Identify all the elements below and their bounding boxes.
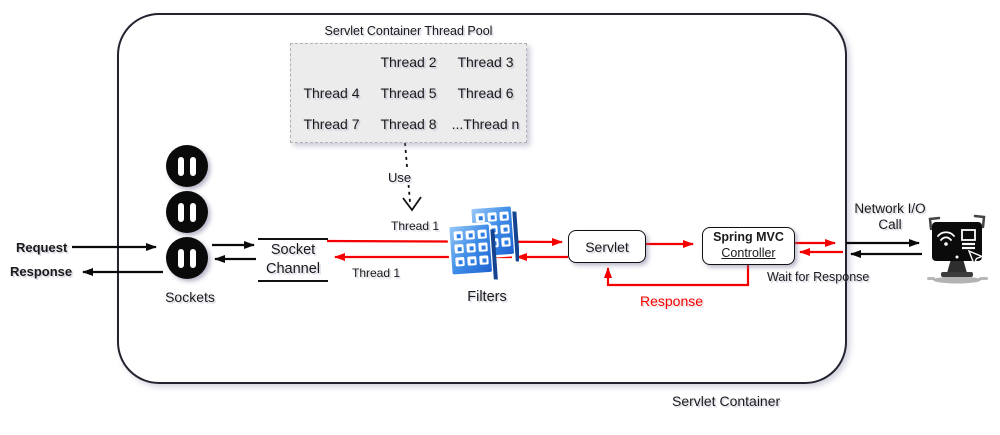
filters-label: Filters	[467, 289, 507, 305]
thread-pool-box: Thread 2 Thread 3 Thread 4 Thread 5 Thre…	[290, 43, 527, 143]
servlet-node: Servlet	[568, 230, 646, 263]
response-feedback-label: Response	[640, 293, 704, 309]
request-label: Request	[16, 240, 68, 255]
response-feedback-arrow	[604, 263, 750, 287]
network-io-label: Network I/O Call	[844, 201, 936, 232]
socket-pause-icon	[166, 191, 208, 233]
thread-cell: Thread 3	[457, 53, 514, 70]
use-label: Use	[386, 170, 414, 185]
response-label: Response	[10, 264, 73, 279]
socket-pause-icon	[166, 145, 208, 187]
socket-channel-node: Socket Channel	[258, 238, 328, 282]
servlet-container-boundary	[117, 13, 847, 384]
thread1-lower-label: Thread 1	[352, 266, 401, 280]
thread-cell: ...Thread n	[451, 116, 520, 133]
controller-label: Controller	[721, 246, 776, 260]
filters-icon	[446, 206, 519, 280]
network-io-line2: Call	[878, 216, 902, 232]
wait-for-response-label: Wait for Response	[767, 270, 870, 284]
spring-mvc-label: Spring MVC	[713, 230, 784, 245]
servlet-label: Servlet	[585, 238, 629, 255]
spring-mvc-node: Spring MVC Controller	[702, 227, 795, 265]
filter-panel-front	[446, 222, 498, 280]
thread-cell: Thread 6	[457, 84, 514, 101]
thread-cell: Thread 4	[303, 84, 360, 101]
network-io-line1: Network I/O	[854, 201, 926, 216]
computer-monitor-icon	[927, 214, 988, 284]
socket-channel-line1: Socket	[270, 242, 316, 258]
thread-pool-title: Servlet Container Thread Pool	[324, 24, 493, 38]
channel-to-servlet-arrow	[326, 237, 563, 246]
thread-cell: Thread 5	[380, 84, 437, 101]
servlet-container-label: Servlet Container	[672, 393, 781, 409]
thread-cell: Thread 2	[380, 53, 437, 70]
socket-channel-line2: Channel	[265, 260, 320, 277]
thread-cell: Thread 7	[303, 116, 360, 133]
thread1-upper-label: Thread 1	[391, 219, 440, 233]
socket-pause-icon	[166, 237, 208, 279]
thread-cell: Thread 8	[380, 116, 437, 133]
use-arrowhead	[402, 196, 422, 212]
sockets-label: Sockets	[165, 289, 215, 305]
